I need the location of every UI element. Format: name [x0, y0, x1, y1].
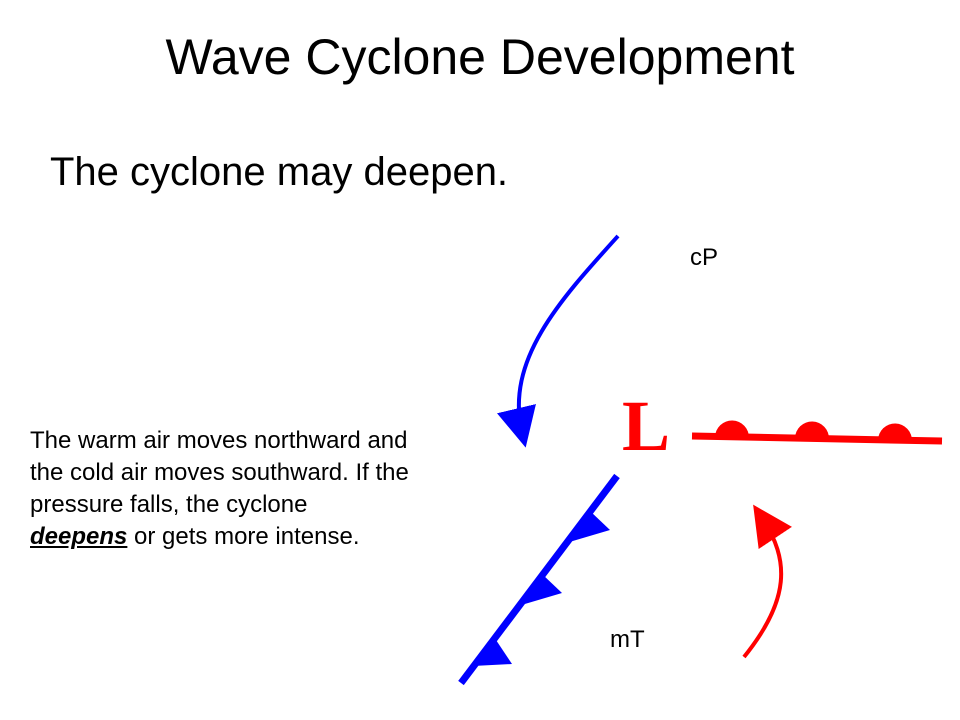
warm-air-mass-label: mT: [610, 626, 645, 653]
warm-front-semicircle: [878, 423, 913, 441]
description-emphasis: deepens: [30, 523, 128, 550]
cold-front-triangle: [566, 511, 610, 543]
cold-air-mass-label: cP: [690, 244, 719, 271]
low-pressure-label: L: [622, 386, 671, 466]
warm-front-semicircle: [715, 420, 750, 438]
cold-air-arrow: [497, 234, 620, 448]
slide-subtitle: The cyclone may deepen.: [50, 150, 509, 194]
description-text: The warm air moves northward and the col…: [30, 425, 410, 553]
warm-front: [691, 420, 943, 445]
warm-front-semicircle: [795, 421, 830, 439]
cold-front-triangle: [518, 574, 562, 606]
cold-front: [458, 473, 620, 686]
slide-title: Wave Cyclone Development: [165, 29, 795, 85]
description-part1: The warm air moves northward and the col…: [30, 427, 409, 518]
cold-front-triangle: [473, 637, 512, 666]
description-part2: or gets more intense.: [127, 523, 360, 550]
warm-air-arrow: [742, 504, 792, 659]
